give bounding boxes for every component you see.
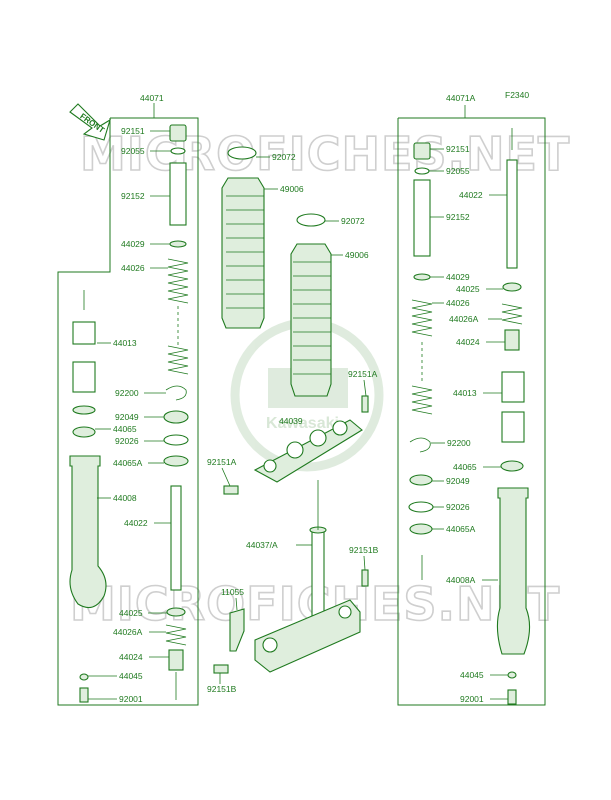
left-labels: 92151 92055 92152 44029 44026 44013 9220…: [88, 126, 171, 704]
lbl-center-0: 92072: [272, 152, 296, 162]
lbl-left-13: 44025: [119, 608, 143, 618]
lbl-center-9: 11055: [221, 587, 244, 597]
lbl-center-4: 92151A: [348, 369, 378, 379]
lbl-right-12: 92049: [446, 476, 470, 486]
lbl-left-16: 44045: [119, 671, 143, 681]
lbl-center-2: 92072: [341, 216, 365, 226]
lbl-right-5: 44025: [456, 284, 480, 294]
lbl-center-6: 92151A: [207, 457, 237, 467]
lbl-left-7: 92049: [115, 412, 139, 422]
lbl-center-1: 49006: [280, 184, 304, 194]
right-parts: [408, 128, 531, 705]
lbl-right-3: 92152: [446, 212, 470, 222]
lbl-right-14: 44065A: [446, 524, 476, 534]
left-assembly-title: 44071: [140, 93, 164, 103]
lbl-left-12: 44022: [124, 518, 148, 528]
lbl-right-16: 44045: [460, 670, 484, 680]
lbl-right-2: 44022: [459, 190, 483, 200]
lbl-left-10: 44065A: [113, 458, 143, 468]
center-labels: 92072 49006 92072 49006 92151A 44039 921…: [207, 152, 379, 694]
center-parts: [213, 146, 369, 674]
lbl-center-7: 44037/A: [246, 540, 278, 550]
lbl-center-3: 49006: [345, 250, 369, 260]
lbl-right-4: 44029: [446, 272, 470, 282]
lbl-right-15: 44008A: [446, 575, 476, 585]
watermark-top: MICROFICHES.NET: [80, 127, 570, 181]
lbl-right-9: 44013: [453, 388, 477, 398]
lbl-left-8: 44065: [113, 424, 137, 434]
lbl-center-8: 92151B: [349, 545, 379, 555]
front-arrow-icon: FRONT: [69, 103, 111, 141]
lbl-right-7: 44026A: [449, 314, 479, 324]
lbl-center-5: 44039: [279, 416, 303, 426]
lbl-left-15: 44024: [119, 652, 143, 662]
lbl-left-2: 92152: [121, 191, 145, 201]
lbl-left-0: 92151: [121, 126, 145, 136]
lbl-left-5: 44013: [113, 338, 137, 348]
right-labels: 92151 92055 44022 92152 44029 44025 4402…: [429, 144, 508, 704]
lbl-left-1: 92055: [121, 146, 145, 156]
lbl-left-3: 44029: [121, 239, 145, 249]
left-assembly-frame: [57, 117, 199, 706]
lbl-right-6: 44026: [446, 298, 470, 308]
lbl-left-4: 44026: [121, 263, 145, 273]
lbl-right-17: 92001: [460, 694, 484, 704]
lbl-right-8: 44024: [456, 337, 480, 347]
lbl-left-11: 44008: [113, 493, 137, 503]
lbl-right-13: 92026: [446, 502, 470, 512]
logo-text: Kawasaki: [266, 415, 339, 432]
lbl-left-9: 92026: [115, 436, 139, 446]
figure-code: F2340: [505, 90, 529, 100]
lbl-right-11: 44065: [453, 462, 477, 472]
lbl-left-6: 92200: [115, 388, 139, 398]
lbl-left-17: 92001: [119, 694, 143, 704]
lbl-left-14: 44026A: [113, 627, 143, 637]
right-assembly-title: 44071A: [446, 93, 476, 103]
lbl-center-10: 92151B: [207, 684, 237, 694]
lbl-right-10: 92200: [447, 438, 471, 448]
lbl-right-1: 92055: [446, 166, 470, 176]
right-assembly-frame: [397, 117, 546, 706]
lbl-right-0: 92151: [446, 144, 470, 154]
left-parts: [69, 124, 189, 703]
